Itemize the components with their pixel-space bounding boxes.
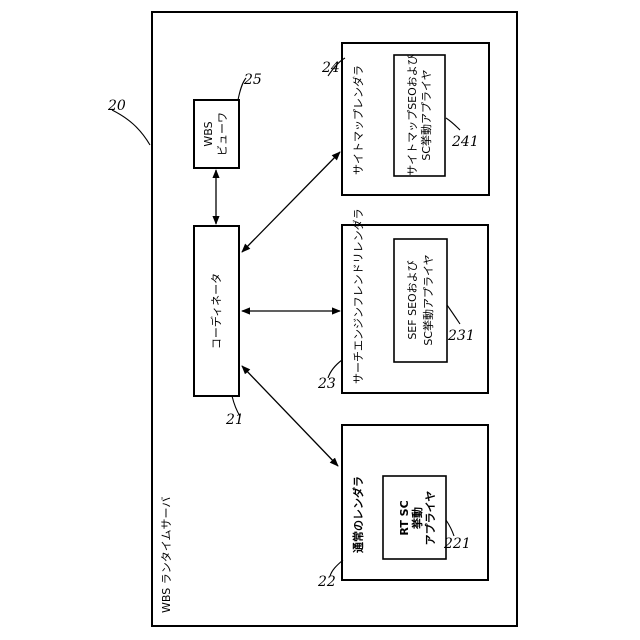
ref-23: 23 (317, 376, 336, 392)
ref-21: 21 (225, 412, 244, 428)
normal-applier-label-1: RT SC (398, 500, 411, 535)
sitemap-renderer-label: サイトマップレンダラ (351, 65, 365, 175)
coordinator-label: コーディネータ (209, 273, 223, 349)
search-applier-label-2: SC挙動アプライヤ (421, 254, 435, 345)
wbs-viewer-label-1: WBS (202, 121, 215, 146)
coordinator-sitemap-arrow (242, 152, 340, 252)
ref-25: 25 (243, 72, 262, 88)
ref-231-leader (447, 305, 460, 324)
ref-241: 241 (451, 134, 479, 150)
search-applier-box (394, 239, 447, 362)
sitemap-applier-label-1: サイトマップSEOおよび (406, 54, 419, 176)
ref-24: 24 (321, 60, 340, 76)
ref-20-leader (112, 110, 150, 145)
ref-221-leader (446, 520, 454, 536)
sitemap-applier-label-2: SC挙動アプライヤ (419, 69, 433, 160)
ref-241-leader (446, 118, 460, 130)
ref-20: 20 (107, 98, 126, 114)
search-applier-label-1: SEF SEOおよび (406, 260, 419, 339)
wbs-runtime-server-label: WBS ランタイムサーバ (160, 497, 173, 613)
search-renderer-label: サーチエンジンフレンドリレンダラ (351, 208, 365, 384)
normal-renderer-label: 通常のレンダラ (351, 476, 365, 553)
ref-22: 22 (317, 574, 336, 590)
wbs-viewer-label-2: ビューワ (216, 112, 229, 156)
wbs-runtime-server-frame (152, 12, 517, 626)
normal-applier-label-3: アプライヤ (423, 491, 437, 546)
ref-231: 231 (447, 328, 475, 344)
ref-221: 221 (443, 536, 471, 552)
normal-applier-label-2: 挙動 (410, 507, 424, 530)
